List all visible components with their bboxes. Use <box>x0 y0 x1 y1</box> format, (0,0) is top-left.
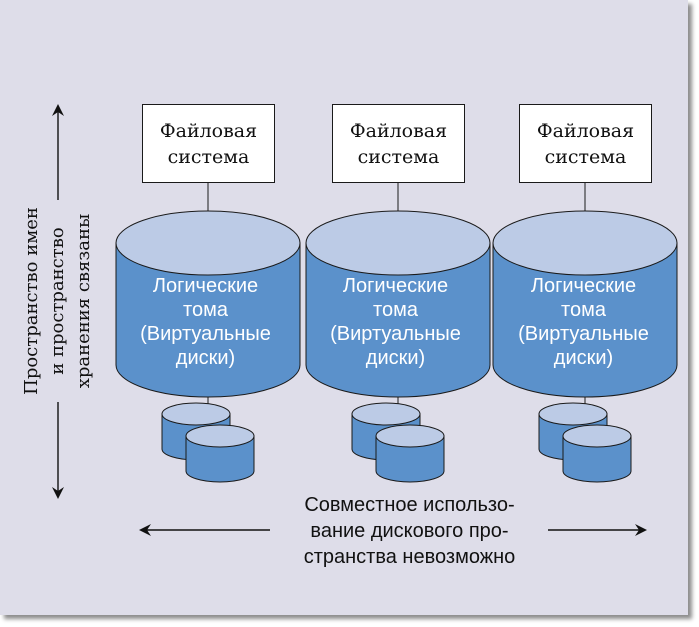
lv-line4: диски) <box>365 347 426 369</box>
lv-line2: тома <box>561 299 606 321</box>
logical-volume-cylinder-body <box>115 242 301 398</box>
file-system-box-2: Файловая система <box>332 104 465 183</box>
horizontal-axis-label: Совместное использо- вание дискового про… <box>277 492 542 570</box>
lv-line1: Логические <box>342 275 449 297</box>
file-system-label-line2: система <box>544 145 627 168</box>
physical-disk-icon-top <box>538 402 608 426</box>
logical-volume-cylinder <box>115 210 301 398</box>
logical-volume-cylinder-body <box>305 242 491 398</box>
lv-line3: (Виртуальные <box>330 323 461 345</box>
physical-disk-icon <box>375 424 445 483</box>
horizontal-axis-line1: Совместное использо- <box>304 494 515 516</box>
physical-disk-icon <box>562 424 632 483</box>
file-system-label-line2: система <box>357 145 440 168</box>
logical-volume-cylinder <box>492 210 678 398</box>
logical-volume-cylinder-top <box>492 210 678 276</box>
physical-disk-icon-body <box>375 435 445 483</box>
file-system-label-line1: Файловая <box>536 119 635 142</box>
physical-disk-icon-top <box>351 402 421 426</box>
horizontal-axis-line3: странства невозможно <box>303 546 516 568</box>
physical-disk-icon-top <box>375 424 445 448</box>
vertical-axis-line1: Пространство имен <box>21 207 42 395</box>
logical-volume-cylinder-body <box>492 242 678 398</box>
logical-volume-label-3: Логические тома (Виртуальные диски) <box>492 274 675 370</box>
vertical-axis-line2: и пространство <box>47 227 68 375</box>
lv-line4: диски) <box>175 347 236 369</box>
file-system-label-line1: Файловая <box>349 119 448 142</box>
vertical-axis-line3: хранения связаны <box>73 213 94 389</box>
lv-line4: диски) <box>553 347 614 369</box>
lv-line1: Логические <box>152 275 259 297</box>
file-system-box-3: Файловая система <box>519 104 652 183</box>
horizontal-axis-line2: вание дискового про- <box>310 520 509 542</box>
file-system-label-line1: Файловая <box>159 119 258 142</box>
physical-disk-icon-top <box>562 424 632 448</box>
lv-line2: тома <box>183 299 228 321</box>
physical-disk-icon-body <box>185 435 255 483</box>
physical-disk-icon <box>185 424 255 483</box>
vertical-axis-label: Пространство имен и пространство хранени… <box>19 141 97 461</box>
lv-line1: Логические <box>530 275 637 297</box>
logical-volume-cylinder-top <box>305 210 491 276</box>
lv-line2: тома <box>373 299 418 321</box>
logical-volume-cylinder <box>305 210 491 398</box>
lv-line3: (Виртуальные <box>140 323 271 345</box>
lv-line3: (Виртуальные <box>518 323 649 345</box>
logical-volume-cylinder-top <box>115 210 301 276</box>
physical-disk-icon-body <box>562 435 632 483</box>
file-system-box-1: Файловая система <box>142 104 275 183</box>
logical-volume-label-2: Логические тома (Виртуальные диски) <box>304 274 487 370</box>
physical-disk-icon-top <box>185 424 255 448</box>
file-system-label-line2: система <box>167 145 250 168</box>
physical-disk-icon-top <box>161 402 231 426</box>
logical-volume-label-1: Логические тома (Виртуальные диски) <box>114 274 297 370</box>
